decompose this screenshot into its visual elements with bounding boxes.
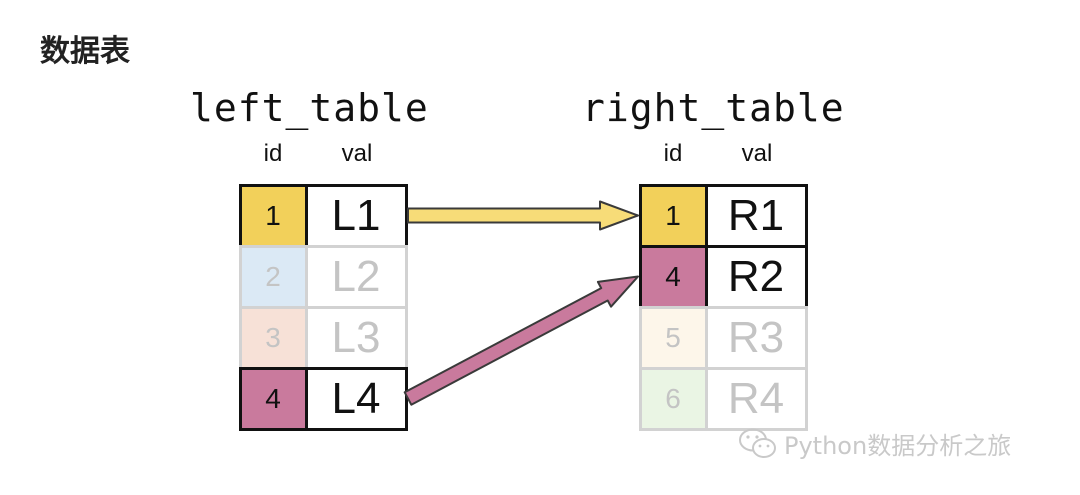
- left-row-2-val: L2: [304, 244, 408, 309]
- right-row-1-id: 1: [638, 183, 708, 248]
- right-col-id-header: id: [663, 140, 683, 167]
- join-arrow-2: [403, 275, 639, 406]
- watermark-text: Python数据分析之旅: [784, 432, 1012, 460]
- left-row-3-val: L3: [304, 305, 408, 370]
- page-heading: 数据表: [40, 34, 130, 69]
- right-row-4-val: R4: [704, 366, 808, 431]
- left-col-val-header: val: [341, 140, 373, 167]
- right-row-2-id: 4: [638, 244, 708, 309]
- right-row-4-id: 6: [638, 366, 708, 431]
- wechat-icon: [739, 428, 776, 458]
- left-row-1-id: 1: [238, 183, 308, 248]
- right-table-title: right_table: [582, 86, 845, 130]
- left-row-4-id: 4: [238, 366, 308, 431]
- left-col-id-header: id: [263, 140, 283, 167]
- left-row-3-id: 3: [238, 305, 308, 370]
- left-table-title: left_table: [190, 86, 429, 130]
- join-arrow-1: [407, 200, 639, 231]
- left-row-4-val: L4: [304, 366, 408, 431]
- right-col-val-header: val: [741, 140, 773, 167]
- right-row-2-val: R2: [704, 244, 808, 309]
- right-row-1-val: R1: [704, 183, 808, 248]
- right-row-3-id: 5: [638, 305, 708, 370]
- left-row-1-val: L1: [304, 183, 408, 248]
- left-row-2-id: 2: [238, 244, 308, 309]
- right-row-3-val: R3: [704, 305, 808, 370]
- watermark: Python数据分析之旅: [738, 426, 1011, 461]
